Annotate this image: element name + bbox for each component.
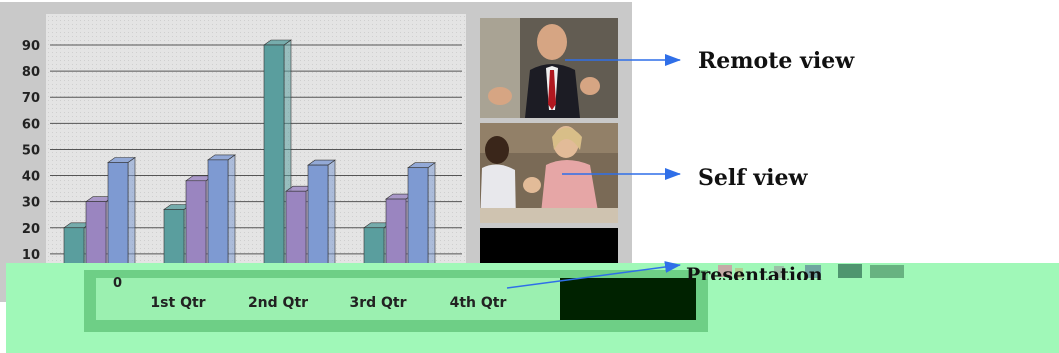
bars bbox=[63, 39, 436, 281]
x-tick-label: 1st Qtr bbox=[150, 295, 205, 311]
y-tick-label: 30 bbox=[22, 196, 40, 211]
y-axis: 10 20 30 40 50 60 70 80 90 bbox=[22, 39, 40, 263]
x-tick-label: 3rd Qtr bbox=[349, 295, 406, 311]
y-tick-label: 20 bbox=[22, 222, 40, 237]
remote-view-panel bbox=[480, 18, 618, 118]
presentation-arrow bbox=[506, 261, 681, 289]
presentation-strip bbox=[560, 278, 696, 320]
x-tick-label: 4th Qtr bbox=[450, 295, 507, 311]
bar bbox=[407, 162, 436, 281]
self-view-label: Self view bbox=[698, 165, 808, 191]
bar bbox=[107, 156, 136, 281]
x-tick-label: 2nd Qtr bbox=[248, 295, 308, 311]
y-tick-label: 70 bbox=[22, 91, 40, 106]
remote-view-label: Remote view bbox=[698, 48, 855, 74]
y-tick-label: 90 bbox=[22, 39, 40, 54]
y-tick-label: 50 bbox=[22, 143, 40, 158]
person-head bbox=[537, 24, 567, 60]
person-left-head bbox=[485, 136, 509, 164]
grid-lines bbox=[50, 44, 462, 255]
bar bbox=[307, 159, 336, 281]
y-tick-label: 80 bbox=[22, 65, 40, 80]
y-tick-label: 40 bbox=[22, 170, 40, 185]
y-tick-zero: 0 bbox=[113, 276, 122, 291]
bar bbox=[207, 154, 236, 281]
presentation-label: Presentation bbox=[686, 264, 823, 280]
self-view-panel bbox=[480, 123, 618, 223]
presentation-callout-artifact bbox=[718, 264, 904, 278]
tie bbox=[548, 70, 556, 110]
y-tick-label: 60 bbox=[22, 117, 40, 132]
y-tick-label: 10 bbox=[22, 248, 40, 263]
x-axis-labels: 1st Qtr 2nd Qtr 3rd Qtr 4th Qtr bbox=[150, 295, 506, 311]
